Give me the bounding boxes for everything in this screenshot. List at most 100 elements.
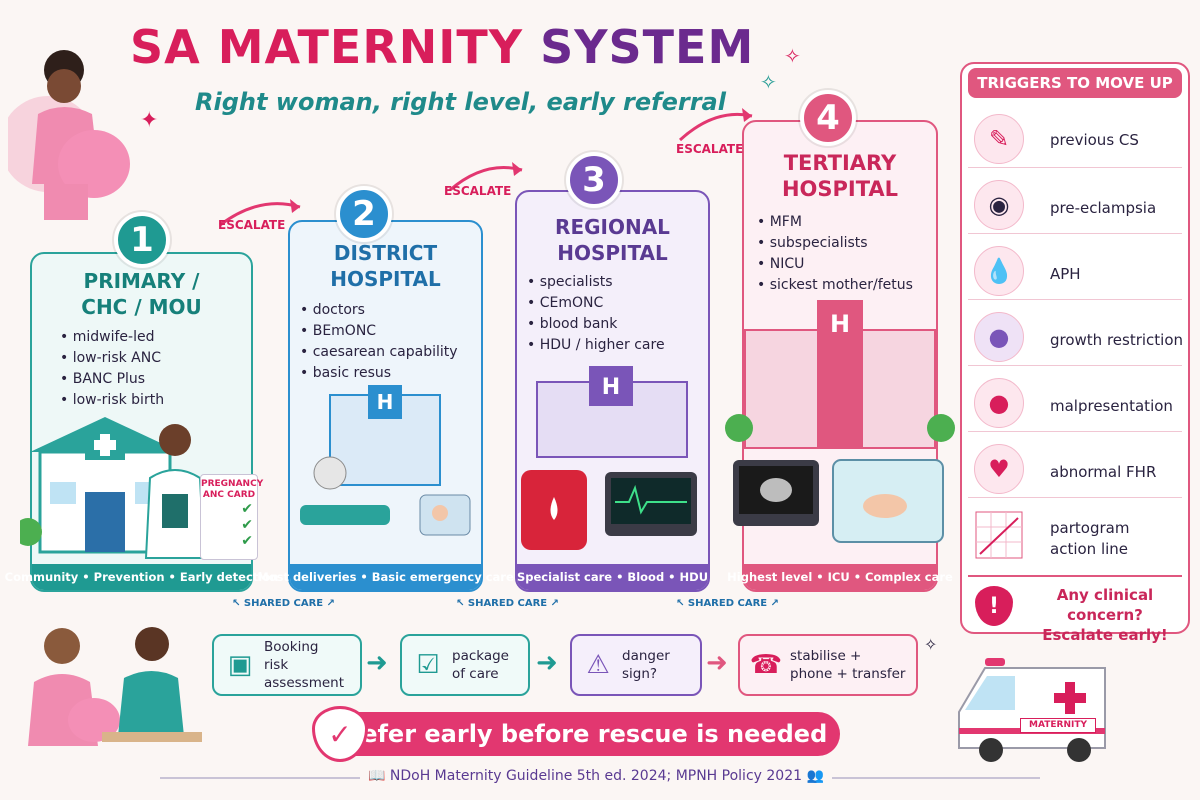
title-part1: SA MATERNITY bbox=[130, 20, 524, 74]
sparkle-icon: ✧ bbox=[924, 635, 938, 654]
district-hospital-illustration: H bbox=[300, 385, 471, 536]
trigger-label: growth restriction bbox=[1050, 331, 1184, 349]
level-3-services-list: specialists CEmONC blood bank HDU / high… bbox=[527, 272, 665, 356]
checklist-icon: ☑ bbox=[416, 650, 440, 680]
heart-rate-icon: ♥ bbox=[974, 444, 1024, 494]
id-card-icon: ▣ bbox=[227, 650, 253, 680]
level-1-number-badge: 1 bbox=[114, 212, 170, 268]
escalate-label-1: ESCALATE bbox=[218, 218, 286, 232]
pathway-step-text: danger sign? bbox=[616, 647, 670, 683]
pathway-step-line1: package bbox=[452, 648, 509, 664]
book-icon: 📖 bbox=[368, 768, 386, 784]
trigger-row bbox=[968, 306, 1182, 366]
shared-care-label-3: ↖ SHARED CARE ↗ bbox=[676, 598, 779, 609]
shared-care-label-2: ↖ SHARED CARE ↗ bbox=[456, 598, 559, 609]
regional-hospital-illustration: H bbox=[521, 366, 697, 550]
fetus-icon: ● bbox=[974, 312, 1024, 362]
pathway-step-line2: risk assessment bbox=[264, 657, 345, 691]
list-item: HDU / higher care bbox=[527, 335, 665, 356]
level-3-footer: Specialist care • Blood • HDU bbox=[517, 564, 708, 590]
pathway-step-line2: phone + transfer bbox=[790, 666, 906, 682]
pathway-step-package: ☑ package of care bbox=[400, 634, 530, 696]
scalpel-icon: ✎ bbox=[974, 114, 1024, 164]
shared-care-label-1: ↖ SHARED CARE ↗ bbox=[232, 598, 335, 609]
svg-text:H: H bbox=[830, 310, 850, 338]
list-item: midwife-led bbox=[60, 327, 164, 348]
pathway-step-text: Booking risk assessment bbox=[258, 638, 360, 692]
pathway-step-transfer: ☎ stabilise + phone + transfer bbox=[738, 634, 918, 696]
pathway-step-text: package of care bbox=[446, 647, 509, 683]
escalate-arrow bbox=[219, 199, 301, 227]
blood-pressure-cuff-icon: ◉ bbox=[974, 180, 1024, 230]
level-4-title: TERTIARY HOSPITAL bbox=[742, 150, 938, 202]
list-item: BANC Plus bbox=[60, 369, 164, 390]
list-item: MFM bbox=[757, 212, 913, 233]
list-item: basic resus bbox=[300, 363, 458, 384]
level-1-title-line2: CHC / MOU bbox=[81, 295, 202, 319]
pathway-step-text: stabilise + phone + transfer bbox=[784, 647, 905, 683]
references-text: 📖 NDoH Maternity Guideline 5th ed. 2024;… bbox=[360, 768, 832, 784]
escalate-label-2: ESCALATE bbox=[444, 184, 512, 198]
pathway-step-line1: danger bbox=[622, 648, 670, 664]
level-1-title-line1: PRIMARY / bbox=[83, 269, 200, 293]
level-4-title-line2: HOSPITAL bbox=[781, 177, 899, 201]
trigger-label: APH bbox=[1050, 265, 1081, 283]
title-part2: SYSTEM bbox=[540, 20, 755, 74]
escalate-arrow bbox=[678, 108, 753, 142]
anc-card: PREGNANCY ANC CARD ✔✔✔ bbox=[200, 474, 264, 560]
pathway-arrow-icon: ➜ bbox=[536, 648, 558, 678]
level-3-title-line1: REGIONAL bbox=[555, 215, 670, 239]
shared-care-text: SHARED CARE bbox=[467, 598, 548, 609]
list-item: low-risk ANC bbox=[60, 348, 164, 369]
anc-card-line2: ANC CARD bbox=[202, 490, 256, 500]
pathway-step-line2: of care bbox=[452, 666, 499, 682]
level-2-number-badge: 2 bbox=[336, 186, 392, 242]
list-item: subspecialists bbox=[757, 233, 913, 254]
shared-care-text: SHARED CARE bbox=[243, 598, 324, 609]
level-2-services-list: doctors BEmONC caesarean capability basi… bbox=[300, 300, 458, 384]
trigger-label: abnormal FHR bbox=[1050, 463, 1157, 481]
checkmark-icon: ✔✔✔ bbox=[241, 501, 253, 549]
shared-care-text: SHARED CARE bbox=[687, 598, 768, 609]
level-4-services-list: MFM subspecialists NICU sickest mother/f… bbox=[757, 212, 913, 296]
escalate-label-3: ESCALATE bbox=[676, 142, 744, 156]
list-item: caesarean capability bbox=[300, 342, 458, 363]
level-2-title-line1: DISTRICT bbox=[333, 241, 438, 265]
level-4-title-line1: TERTIARY bbox=[783, 151, 897, 175]
list-item: NICU bbox=[757, 254, 913, 275]
trigger-row bbox=[968, 174, 1182, 234]
pathway-step-line2: sign? bbox=[622, 666, 658, 682]
nurse-illustration bbox=[144, 424, 206, 559]
phone-icon: ☎ bbox=[749, 650, 783, 680]
trigger-row bbox=[968, 438, 1182, 498]
pathway-arrow-icon: ➜ bbox=[366, 648, 388, 678]
sparkle-icon: ✧ bbox=[784, 44, 801, 68]
trigger-label: malpresentation bbox=[1050, 397, 1173, 415]
pathway-step-danger: ⚠ danger sign? bbox=[570, 634, 702, 696]
level-2-title: DISTRICT HOSPITAL bbox=[288, 240, 483, 292]
trigger-label-line1: partogram bbox=[1050, 519, 1130, 537]
ambulance-illustration bbox=[958, 658, 1106, 762]
ambulance-label: MATERNITY bbox=[1020, 718, 1096, 733]
list-item: low-risk birth bbox=[60, 390, 164, 411]
pathway-step-line1: stabilise + bbox=[790, 648, 862, 664]
triggers-heading: TRIGGERS TO MOVE UP bbox=[968, 68, 1182, 98]
trigger-label: partogram action line bbox=[1050, 518, 1129, 560]
list-item: specialists bbox=[527, 272, 665, 293]
trigger-row bbox=[968, 240, 1182, 300]
trigger-row bbox=[968, 372, 1182, 432]
level-1-footer: Community • Prevention • Early detection bbox=[5, 564, 278, 590]
blood-drops-icon: 💧 bbox=[974, 246, 1024, 296]
list-item: CEmONC bbox=[527, 293, 665, 314]
svg-text:H: H bbox=[377, 390, 394, 414]
anc-card-line1: PREGNANCY bbox=[201, 479, 264, 489]
trigger-label: pre-eclampsia bbox=[1050, 199, 1157, 217]
references-label: NDoH Maternity Guideline 5th ed. 2024; M… bbox=[389, 768, 803, 784]
level-4-footer: Highest level • ICU • Complex care bbox=[727, 564, 953, 590]
pathway-step-line1: Booking bbox=[264, 639, 319, 655]
page-subtitle: Right woman, right level, early referral bbox=[195, 88, 726, 116]
list-item: blood bank bbox=[527, 314, 665, 335]
concern-line2: Escalate early! bbox=[1042, 626, 1168, 644]
alert-shield-icon: ! bbox=[975, 586, 1013, 626]
trigger-label: previous CS bbox=[1050, 131, 1139, 149]
